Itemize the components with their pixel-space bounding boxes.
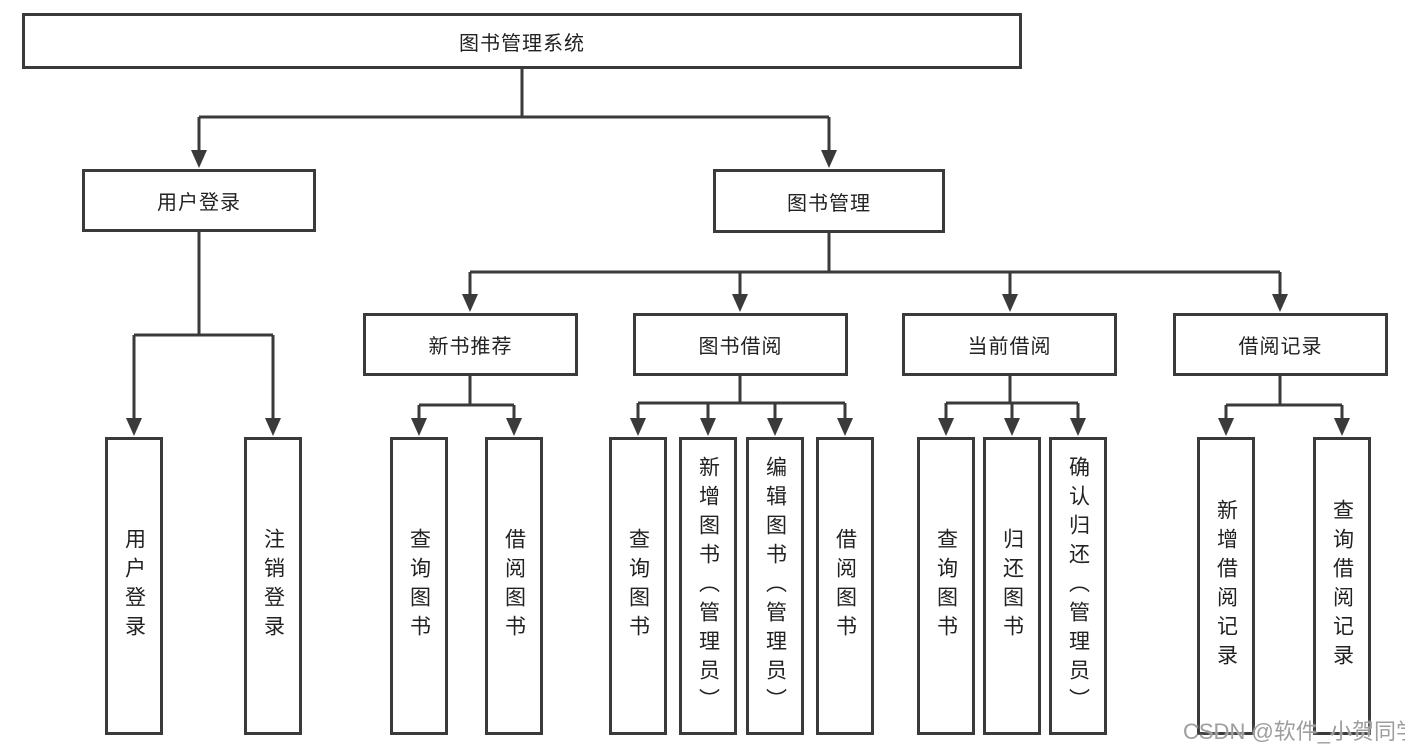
node-current-borrowing-label: 当前借阅 <box>967 336 1052 358</box>
leaf-borrow-books: 借阅图书 <box>816 437 874 735</box>
node-new-book-recommend-label: 新书推荐 <box>428 336 513 358</box>
node-book-borrowing-label: 图书借阅 <box>698 336 783 358</box>
leaf-query-books-current: 查询图书 <box>917 437 975 735</box>
leaf-query-books-borrowing: 查询图书 <box>609 437 667 735</box>
leaf-add-books-admin: 新增图书（管理员） <box>679 437 737 735</box>
leaf-borrow-books-recommend: 借阅图书 <box>485 437 543 735</box>
leaf-query-borrow-record: 查询借阅记录 <box>1313 437 1371 735</box>
leaf-return-books-label: 归还图书 <box>1000 528 1024 644</box>
node-user-login: 用户登录 <box>82 169 316 232</box>
leaf-confirm-return-admin-label: 确认归还（管理员） <box>1066 455 1090 717</box>
leaf-query-books-recommend-label: 查询图书 <box>407 528 431 644</box>
leaf-query-borrow-record-label: 查询借阅记录 <box>1330 499 1354 673</box>
leaf-logout: 注销登录 <box>244 437 302 735</box>
node-borrowing-records: 借阅记录 <box>1173 313 1388 376</box>
node-borrowing-records-label: 借阅记录 <box>1238 336 1323 358</box>
node-new-book-recommend: 新书推荐 <box>363 313 578 376</box>
node-book-borrowing: 图书借阅 <box>633 313 848 376</box>
leaf-return-books: 归还图书 <box>983 437 1041 735</box>
leaf-confirm-return-admin: 确认归还（管理员） <box>1049 437 1107 735</box>
node-book-management-label: 图书管理 <box>787 192 871 215</box>
leaf-logout-label: 注销登录 <box>261 528 285 644</box>
csdn-watermark: CSDN @软件_小贺同学 <box>1183 719 1405 744</box>
leaf-edit-books-admin-label: 编辑图书（管理员） <box>763 455 787 717</box>
leaf-user-login: 用户登录 <box>105 437 163 735</box>
leaf-user-login-label: 用户登录 <box>122 528 146 644</box>
leaf-query-books-recommend: 查询图书 <box>390 437 448 735</box>
leaf-query-books-borrowing-label: 查询图书 <box>626 528 650 644</box>
leaf-query-books-current-label: 查询图书 <box>934 528 958 644</box>
node-current-borrowing: 当前借阅 <box>902 313 1117 376</box>
leaf-borrow-books-label: 借阅图书 <box>833 528 857 644</box>
node-user-login-label: 用户登录 <box>157 192 241 214</box>
tree-edges <box>132 69 1344 425</box>
leaf-add-borrow-record-label: 新增借阅记录 <box>1214 499 1238 673</box>
leaf-edit-books-admin: 编辑图书（管理员） <box>746 437 804 735</box>
node-root-system: 图书管理系统 <box>22 13 1022 69</box>
leaf-add-borrow-record: 新增借阅记录 <box>1197 437 1255 735</box>
node-book-management: 图书管理 <box>713 169 945 233</box>
leaf-borrow-books-recommend-label: 借阅图书 <box>502 528 526 644</box>
node-root-label: 图书管理系统 <box>459 32 585 55</box>
leaf-add-books-admin-label: 新增图书（管理员） <box>696 455 720 717</box>
